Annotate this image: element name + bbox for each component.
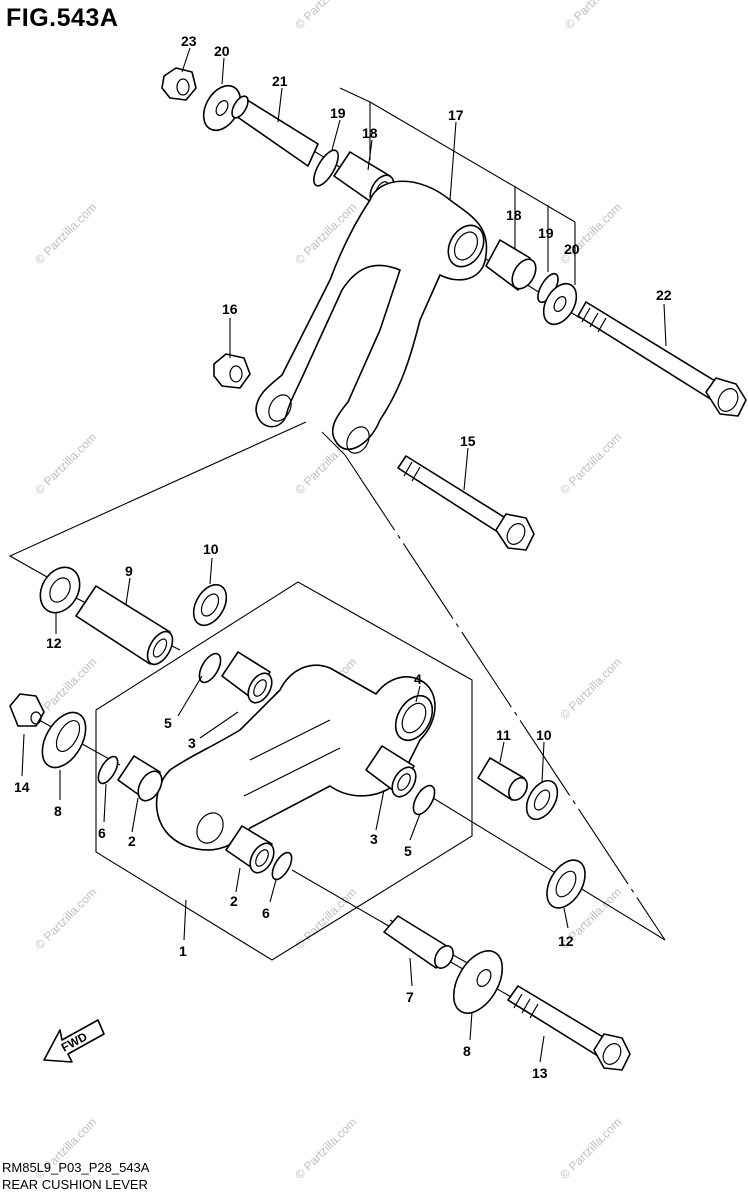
callout-6: 6 [262, 905, 270, 921]
washer-8-left [41, 711, 87, 769]
callout-2: 2 [230, 893, 238, 909]
callout-10: 10 [203, 541, 219, 557]
callout-17: 17 [448, 107, 464, 123]
ring-5-lower [412, 784, 436, 816]
nut-23 [161, 67, 197, 101]
callout-13: 13 [532, 1065, 548, 1081]
watermark: © Partzilla.com [292, 885, 359, 952]
watermark: © Partzilla.com [292, 0, 359, 32]
cushion-lever-1 [155, 664, 436, 851]
callout-6: 6 [98, 825, 106, 841]
spacer-21 [231, 95, 319, 167]
seal-12-left [39, 566, 81, 614]
callout-2: 2 [128, 833, 136, 849]
callout-7: 7 [406, 989, 414, 1005]
bearing-2-lower [225, 825, 275, 874]
bearing-18-right [485, 239, 537, 291]
watermark: © Partzilla.com [32, 200, 99, 267]
nut-14 [9, 693, 45, 727]
callout-18: 18 [506, 207, 522, 223]
nut-16 [213, 353, 251, 389]
callout-21: 21 [272, 73, 288, 89]
callout-3: 3 [188, 735, 196, 751]
watermark: © Partzilla.com [292, 1115, 359, 1182]
callout-12: 12 [558, 933, 574, 949]
watermark: © Partzilla.com [32, 885, 99, 952]
callout-10: 10 [536, 727, 552, 743]
seal-10-lower [525, 779, 559, 821]
callout-5: 5 [164, 715, 172, 731]
callout-12: 12 [46, 635, 62, 651]
bolt-13 [507, 985, 631, 1071]
ring-5-upper [198, 652, 222, 684]
seal-10-upper [192, 583, 228, 627]
figure-title: FIG.543A [6, 4, 119, 32]
watermark: © Partzilla.com [557, 430, 624, 497]
callout-16: 16 [222, 301, 238, 317]
bolt-15 [397, 455, 535, 551]
callout-1: 1 [179, 943, 187, 959]
callout-18: 18 [362, 125, 378, 141]
collar-7 [383, 915, 454, 969]
fwd-arrow-icon: FWD [43, 1019, 105, 1063]
callout-5: 5 [404, 843, 412, 859]
bearing-2-left [117, 755, 163, 802]
callout-23: 23 [181, 33, 197, 49]
bolt-22 [577, 301, 747, 417]
watermark: © Partzilla.com [32, 430, 99, 497]
washer-8-right [452, 950, 504, 1014]
callout-19: 19 [538, 225, 554, 241]
seal-12-right [546, 859, 586, 909]
callout-22: 22 [656, 287, 672, 303]
figure-code: RM85L9_P03_P28_543A [2, 1160, 150, 1175]
collar-9 [75, 585, 174, 666]
callout-8: 8 [463, 1043, 471, 1059]
watermark: © Partzilla.com [557, 655, 624, 722]
ring-6-lower [271, 851, 293, 881]
ring-6-left [97, 755, 119, 785]
callout-19: 19 [330, 105, 346, 121]
bearing-3-lower [365, 745, 417, 798]
callout-labels: 23 20 21 19 18 17 18 19 20 22 16 15 10 9… [14, 33, 672, 1081]
figure-name: REAR CUSHION LEVER [2, 1177, 148, 1192]
callout-9: 9 [125, 563, 133, 579]
connecting-rod-17 [255, 180, 488, 454]
washer-20-left [202, 84, 242, 132]
watermark: © Partzilla.com [557, 200, 624, 267]
collar-11 [477, 757, 528, 801]
callout-15: 15 [460, 433, 476, 449]
callout-3: 3 [370, 831, 378, 847]
callout-20: 20 [214, 43, 230, 59]
callout-8: 8 [54, 803, 62, 819]
callout-14: 14 [14, 779, 30, 795]
callout-4: 4 [414, 671, 422, 687]
callout-20: 20 [564, 241, 580, 257]
washer-20-right [542, 282, 578, 326]
ring-19-left [313, 149, 339, 187]
leader-lines [21, 47, 667, 1063]
watermark: © Partzilla.com [562, 0, 629, 32]
lever-housing-outline [95, 581, 473, 961]
watermark: © Partzilla.com [557, 1115, 624, 1182]
callout-11: 11 [496, 727, 511, 743]
bearing-3-upper [221, 651, 273, 704]
